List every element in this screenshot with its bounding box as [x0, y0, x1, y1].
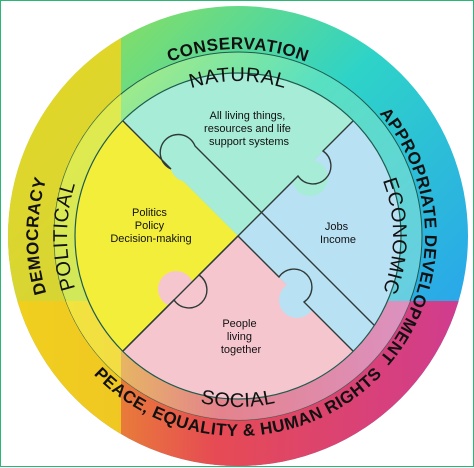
political-line-1: Politics — [132, 207, 167, 219]
social-line-3: together — [221, 344, 262, 356]
natural-line-1: All living things, — [210, 110, 286, 122]
puzzle-tab-natural-economic — [292, 160, 328, 196]
social-description: People living together — [221, 318, 262, 356]
puzzle-divider-4 — [75, 235, 239, 399]
puzzle-divider-2 — [75, 73, 401, 399]
political-description: Politics Policy Decision-making — [110, 207, 191, 245]
puzzle-divider-3 — [237, 235, 401, 399]
middle-label-social: SOCIAL — [199, 386, 277, 412]
quadrant-political — [75, 73, 238, 399]
quadrant-natural — [75, 73, 401, 236]
puzzle-tab-natural-political — [170, 146, 206, 182]
inner-circle-outline — [74, 72, 402, 400]
economic-line-1: Jobs — [325, 221, 349, 233]
political-line-2: Policy — [135, 220, 165, 232]
social-line-1: People — [222, 318, 256, 330]
economic-description: Jobs Income — [320, 221, 356, 246]
social-line-2: living — [227, 331, 252, 343]
natural-description: All living things, resources and life su… — [204, 110, 294, 148]
puzzle-tab-social-political — [158, 271, 194, 307]
natural-line-3: support systems — [209, 136, 290, 148]
puzzle-tab-economic-social — [279, 282, 315, 318]
puzzle-divider-1 — [75, 73, 401, 367]
quadrant-social — [75, 236, 401, 399]
economic-line-2: Income — [320, 234, 356, 246]
political-line-3: Decision-making — [110, 233, 191, 245]
quadrant-economic — [238, 73, 401, 399]
natural-line-2: resources and life — [204, 123, 291, 135]
puzzle-quadrants — [75, 73, 401, 399]
